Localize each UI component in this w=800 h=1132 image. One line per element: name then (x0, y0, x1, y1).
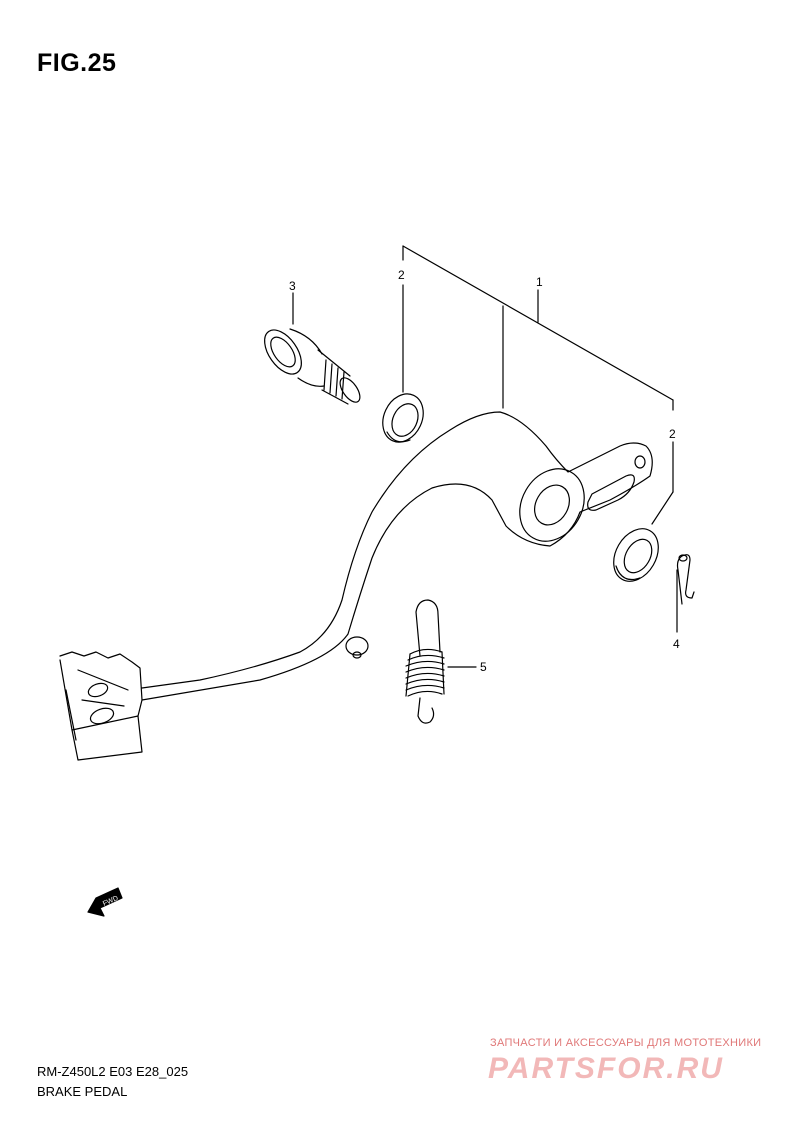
leader-lines-part-1 (292, 245, 678, 668)
part-2-bushing-left (382, 393, 424, 443)
callout-2-left: 2 (398, 268, 405, 282)
part-5-return-spring (405, 599, 445, 724)
watermark-tagline: ЗАПЧАСТИ И АКСЕССУАРЫ ДЛЯ МОТОТЕХНИКИ (490, 1037, 762, 1049)
callout-1: 1 (536, 275, 543, 289)
callout-2-right: 2 (669, 427, 676, 441)
part-1-brake-pedal (59, 411, 653, 761)
part-4-cotter-pin (676, 554, 695, 605)
part-3-pivot-bolt (264, 328, 361, 405)
model-code: RM-Z450L2 E03 E28_025 (37, 1064, 189, 1079)
callout-3: 3 (289, 279, 296, 293)
diagram-name: BRAKE PEDAL (37, 1084, 128, 1099)
callout-4: 4 (673, 637, 680, 651)
fwd-arrow-icon (87, 887, 123, 917)
watermark-logo: PARTSFOR.RU (488, 1052, 724, 1085)
part-2-bushing-right (613, 528, 659, 582)
callout-5: 5 (480, 660, 487, 674)
figure-title: FIG.25 (37, 49, 117, 77)
